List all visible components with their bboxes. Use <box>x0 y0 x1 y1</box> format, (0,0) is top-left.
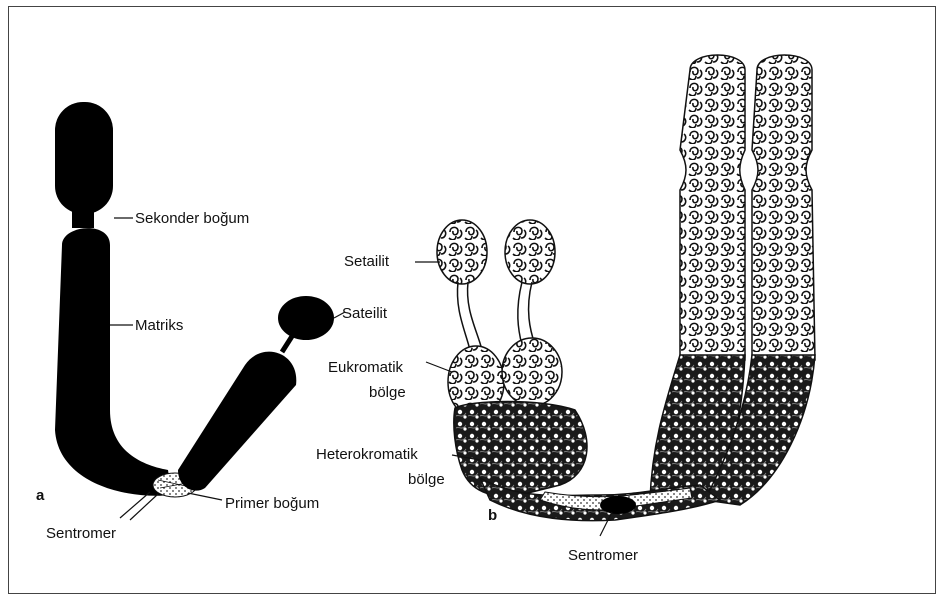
tall-arm-left-upper <box>680 55 745 360</box>
satellite-b-right <box>505 220 555 284</box>
label-sekonder-bogum: Sekonder boğum <box>135 210 249 227</box>
label-eukromatik-line1: Eukromatik <box>328 359 404 376</box>
label-setailit: Setailit <box>344 253 390 270</box>
panel-letter-a: a <box>36 487 45 504</box>
label-heterokromatik-line2: bölge <box>408 471 445 488</box>
secondary-constriction <box>72 208 94 228</box>
long-chromosome-main-arm <box>55 228 172 496</box>
small-arm-right-euchromatin <box>502 338 562 406</box>
panel-b: Setailit Eukromatik bölge Heterokromatik… <box>316 55 815 564</box>
tall-arm-right-upper <box>752 55 815 360</box>
panel-a: Sekonder boğum Matriks Sateilit Primer b… <box>36 102 388 542</box>
long-chromosome-top-segment <box>55 102 113 214</box>
small-arms-heterochromatin <box>454 402 587 497</box>
label-primer-bogum: Primer boğum <box>225 495 319 512</box>
label-sateilit: Sateilit <box>342 305 388 322</box>
label-heterokromatik-line1: Heterokromatik <box>316 446 418 463</box>
panel-letter-b: b <box>488 507 497 524</box>
label-sentromer-a: Sentromer <box>46 525 116 542</box>
label-eukromatik-line2: bölge <box>369 384 406 401</box>
short-chromosome-arm <box>178 352 296 491</box>
label-matriks: Matriks <box>135 317 183 334</box>
satellite-a <box>278 296 334 340</box>
satellite-b-left <box>437 220 487 284</box>
label-sentromer-b: Sentromer <box>568 547 638 564</box>
